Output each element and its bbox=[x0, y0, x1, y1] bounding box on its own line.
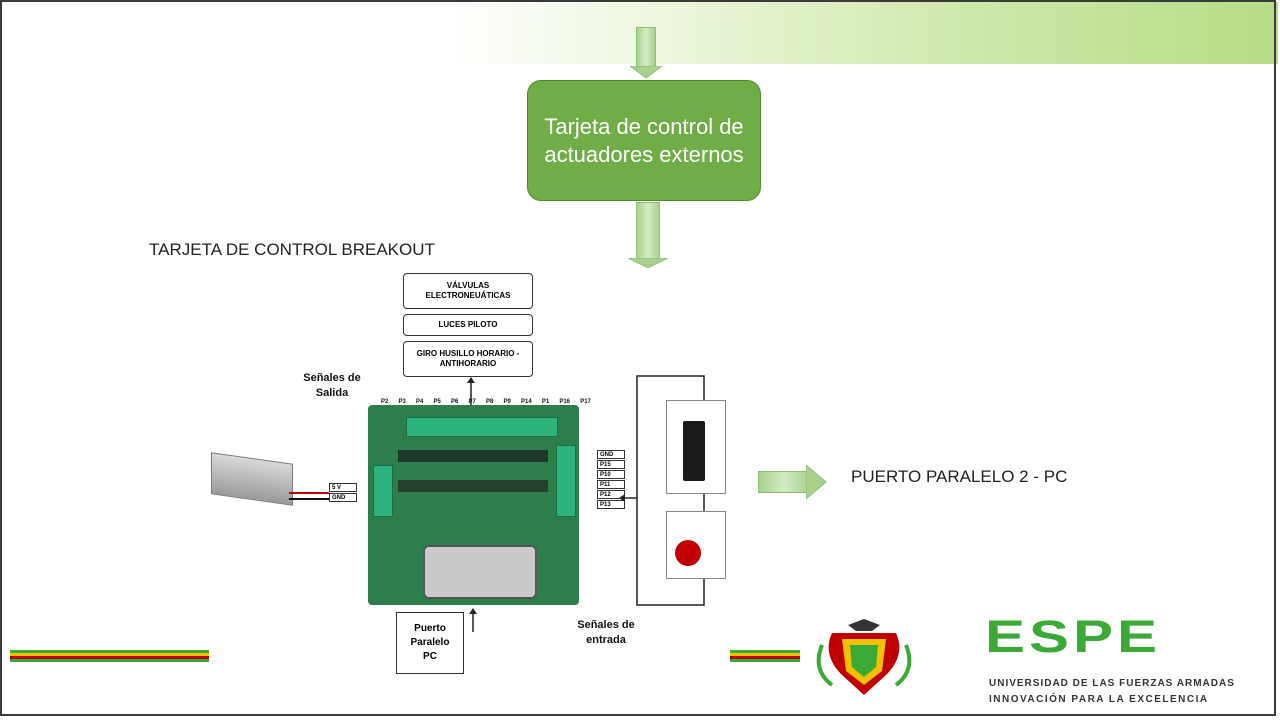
output-box-pilot-lights: LUCES PILOTO bbox=[403, 314, 533, 336]
right-pin-p10: P10 bbox=[597, 470, 625, 479]
espe-line1: UNIVERSIDAD DE LAS FUERZAS ARMADAS bbox=[989, 678, 1235, 689]
power-pin-gnd: GND bbox=[329, 493, 357, 502]
breakout-diagram: VÁLVULAS ELECTRONEUÁTICAS LUCES PILOTO G… bbox=[209, 268, 730, 676]
breakout-board bbox=[368, 405, 579, 605]
input-wiring bbox=[619, 375, 705, 606]
power-wire-red bbox=[289, 492, 329, 494]
arrow-down-bottom bbox=[636, 202, 660, 260]
espe-line2: INNOVACIÓN PARA LA EXCELENCIA bbox=[989, 694, 1209, 705]
footer-stripe-left bbox=[10, 650, 210, 664]
emergency-stop-icon bbox=[666, 511, 726, 579]
center-process-box: Tarjeta de control de actuadores externo… bbox=[527, 80, 761, 201]
label-breakout-card: TARJETA DE CONTROL BREAKOUT bbox=[149, 240, 435, 259]
output-arrow bbox=[467, 377, 475, 405]
caption-input-signals: Señales de entrada bbox=[577, 619, 635, 646]
power-wire-black bbox=[289, 498, 329, 500]
university-shield-icon bbox=[816, 619, 912, 695]
right-pin-p11: P11 bbox=[597, 480, 625, 489]
arrow-head-top bbox=[630, 66, 662, 79]
footer-stripe-middle bbox=[730, 650, 800, 664]
espe-logo: ESPE UNIVERSIDAD DE LAS FUERZAS ARMADAS … bbox=[985, 611, 1265, 705]
power-pin-5v: 5 V bbox=[329, 483, 357, 492]
espe-wordmark: ESPE bbox=[985, 611, 1162, 662]
right-pin-p15: P15 bbox=[597, 460, 625, 469]
right-pin-p13: P13 bbox=[597, 500, 625, 509]
output-box-valves: VÁLVULAS ELECTRONEUÁTICAS bbox=[403, 273, 533, 309]
right-pin-gnd: GND bbox=[597, 450, 625, 459]
arrow-head-bottom bbox=[628, 258, 668, 269]
label-parallel-port-2: PUERTO PARALELO 2 - PC bbox=[851, 467, 1068, 486]
arrow-head-right bbox=[806, 465, 827, 499]
caption-output-signals: Señales de Salida bbox=[303, 372, 361, 399]
output-box-spindle: GIRO HUSILLO HORARIO - ANTIHORARIO bbox=[403, 341, 533, 377]
parallel-port-box: Puerto Paralelo PC bbox=[396, 612, 464, 674]
limit-switch-icon bbox=[666, 400, 726, 494]
input-arrow bbox=[469, 608, 477, 632]
